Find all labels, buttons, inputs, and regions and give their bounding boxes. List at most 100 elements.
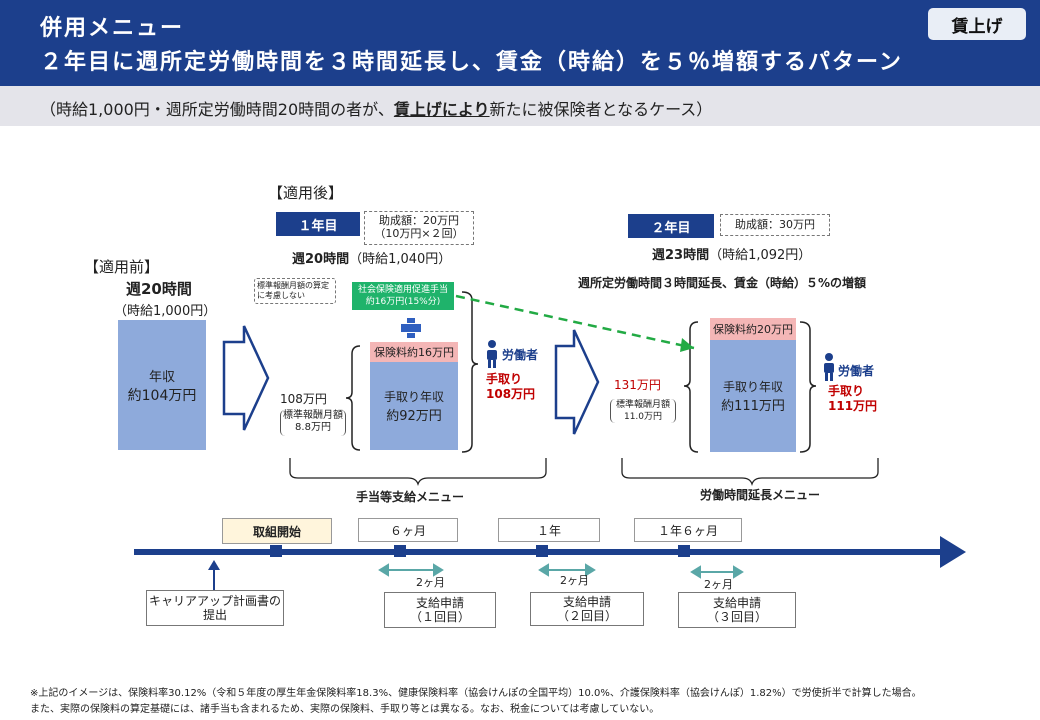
milestone-18months: １年６ヶ月 [634,518,742,542]
year1-note-box: 標準報酬月額の算定に考慮しない [254,278,336,304]
year2-label: ２年目 [628,214,714,238]
year2-worker-take-value: 111万円 [828,399,878,413]
year1-std-value: 8.8万円 [295,422,331,433]
timeline-marker-2 [536,545,548,557]
apply-box-3: 支給申請 （３回目） [678,592,796,628]
year2-total: 131万円 [614,378,661,392]
year1-worker: 労働者 [502,348,539,362]
before-heading: 【適用前】 [84,258,160,276]
footnote-line2: また、実際の保険料の算定基礎には、諸手当も含まれるため、実際の保険料、手取り等と… [30,704,660,715]
brace-menu1 [289,458,547,487]
year1-wage: （時給1,040円） [349,252,452,267]
milestone-start: 取組開始 [222,518,332,544]
subtitle-bar: （時給1,000円・週所定労働時間20時間の者が、賃上げにより新たに被保険者とな… [0,86,1040,126]
period-arrow-3 [690,565,744,579]
apply-box-2: 支給申請 （２回目） [530,592,644,626]
arrow-year1-year2 [554,329,600,435]
header-bar: 併用メニュー ２年目に週所定労働時間を３時間延長し、賃金（時給）を５％増額するパ… [0,0,1040,86]
period-label-1: 2ヶ月 [416,576,445,589]
year1-menu: 手当等支給メニュー [356,490,465,504]
apply-label-3: 支給申請 [712,596,761,610]
career-plan-line2: 提出 [202,608,227,622]
year2-menu: 労働時間延長メニュー [700,488,821,502]
apply-label-2: 支給申請 [562,595,611,609]
brace-year2-worker [799,321,817,453]
timeline-marker-0 [270,545,282,557]
year1-worker-take-label: 手取り [486,372,523,386]
green-arrow-head [680,338,694,352]
career-plan-line1: キャリアアップ計画書の [148,594,281,608]
plan-up-arrowhead [208,560,220,570]
year1-takehome-value: 約92万円 [386,409,442,424]
timeline-marker-3 [678,545,690,557]
career-plan-box: キャリアアップ計画書の 提出 [146,590,284,626]
page-title-line2: ２年目に週所定労働時間を３時間延長し、賃金（時給）を５％増額するパターン [40,50,903,75]
year1-takehome-bar: 手取り年収 約92万円 [370,362,458,450]
wage-raise-badge: 賃上げ [928,8,1026,40]
year1-subsidy-box: 助成額：20万円 （10万円×２回） [364,211,474,245]
after-heading: 【適用後】 [268,184,344,202]
brace-menu2 [621,458,879,487]
period-arrow-2 [538,563,596,577]
year2-worker-take-label: 手取り [828,384,865,398]
year1-premium: 保険料約16万円 [370,342,458,362]
year2-premium: 保険料約20万円 [710,318,796,340]
period-label-3: 2ヶ月 [704,578,733,591]
year1-std-box: 標準報酬月額 8.8万円 [280,410,346,436]
year1-total: 108万円 [280,392,327,406]
before-income-label: 年収 [148,369,175,385]
milestone-6months: ６ヶ月 [358,518,458,542]
year1-allowance-box: 社会保険適用促進手当 約16万円(15%分) [352,282,454,310]
before-income-value: 約104万円 [127,387,197,404]
apply-box-1: 支給申請 （１回目） [384,592,496,628]
year1-note: 標準報酬月額の算定に考慮しない [257,281,329,300]
timeline-marker-1 [394,545,406,557]
year1-label: １年目 [276,212,360,236]
year2-takehome-label: 手取り年収 [722,380,783,394]
year2-wage: （時給1,092円） [709,248,812,263]
year1-allowance-line2: 約16万円(15%分) [365,297,441,307]
apply-round-2: （２回目） [556,609,617,623]
page-title-line1: 併用メニュー [40,16,185,41]
year2-change: 週所定労働時間３時間延長、賃金（時給）５%の増額 [578,276,867,290]
plus-icon [400,317,422,339]
brace-year1-total [345,345,361,451]
year1-takehome-label: 手取り年収 [383,390,444,404]
apply-round-3: （３回目） [706,610,767,624]
worker-icon-year2 [824,353,834,381]
subtitle-emphasis: 賃上げにより [393,100,490,119]
brace-year2-total [683,321,699,453]
timeline-arrowhead [940,536,966,568]
apply-round-1: （１回目） [409,610,470,624]
year2-subsidy: 助成額：30万円 [720,214,830,236]
year2-std-box: 標準報酬月額 11.0万円 [610,399,676,423]
brace-year1-worker [461,291,479,453]
before-wage: （時給1,000円） [114,304,217,319]
worker-icon-year1 [487,340,497,368]
year2-worker: 労働者 [838,364,875,378]
period-arrow-1 [378,563,444,577]
year1-hours: 週20時間 [292,252,350,267]
subtitle-text: （時給1,000円・週所定労働時間20時間の者が、賃上げにより新たに被保険者とな… [40,96,712,120]
year1-worker-take-value: 108万円 [486,387,536,401]
year2-std-value: 11.0万円 [623,412,663,422]
year1-allowance-line1: 社会保険適用促進手当 [357,285,448,295]
footnote-line1: ※上記のイメージは、保険料率30.12%（令和５年度の厚生年金保険料率18.3%… [30,688,922,699]
milestone-1year: １年 [498,518,600,542]
apply-label-1: 支給申請 [415,596,464,610]
green-dashed-arrow [455,294,695,350]
before-hours: 週20時間 [126,280,192,298]
year1-std-label: 標準報酬月額 [283,410,343,421]
year1-subsidy-line1: 助成額：20万円 [379,214,459,227]
year2-hours-wage: 週23時間（時給1,092円） [652,244,811,263]
year2-std-label: 標準報酬月額 [615,400,670,410]
year1-hours-wage: 週20時間（時給1,040円） [292,248,451,267]
subtitle-suffix: 新たに被保険者となるケース） [489,100,713,119]
subtitle-prefix: （時給1,000円・週所定労働時間20時間の者が、 [40,100,394,119]
year1-subsidy-line2: （10万円×２回） [374,227,464,240]
period-label-2: 2ヶ月 [560,574,589,587]
arrow-before-after [222,325,270,431]
year2-takehome-bar: 手取り年収 約111万円 [710,340,796,452]
before-income-bar: 年収 約104万円 [118,320,206,450]
